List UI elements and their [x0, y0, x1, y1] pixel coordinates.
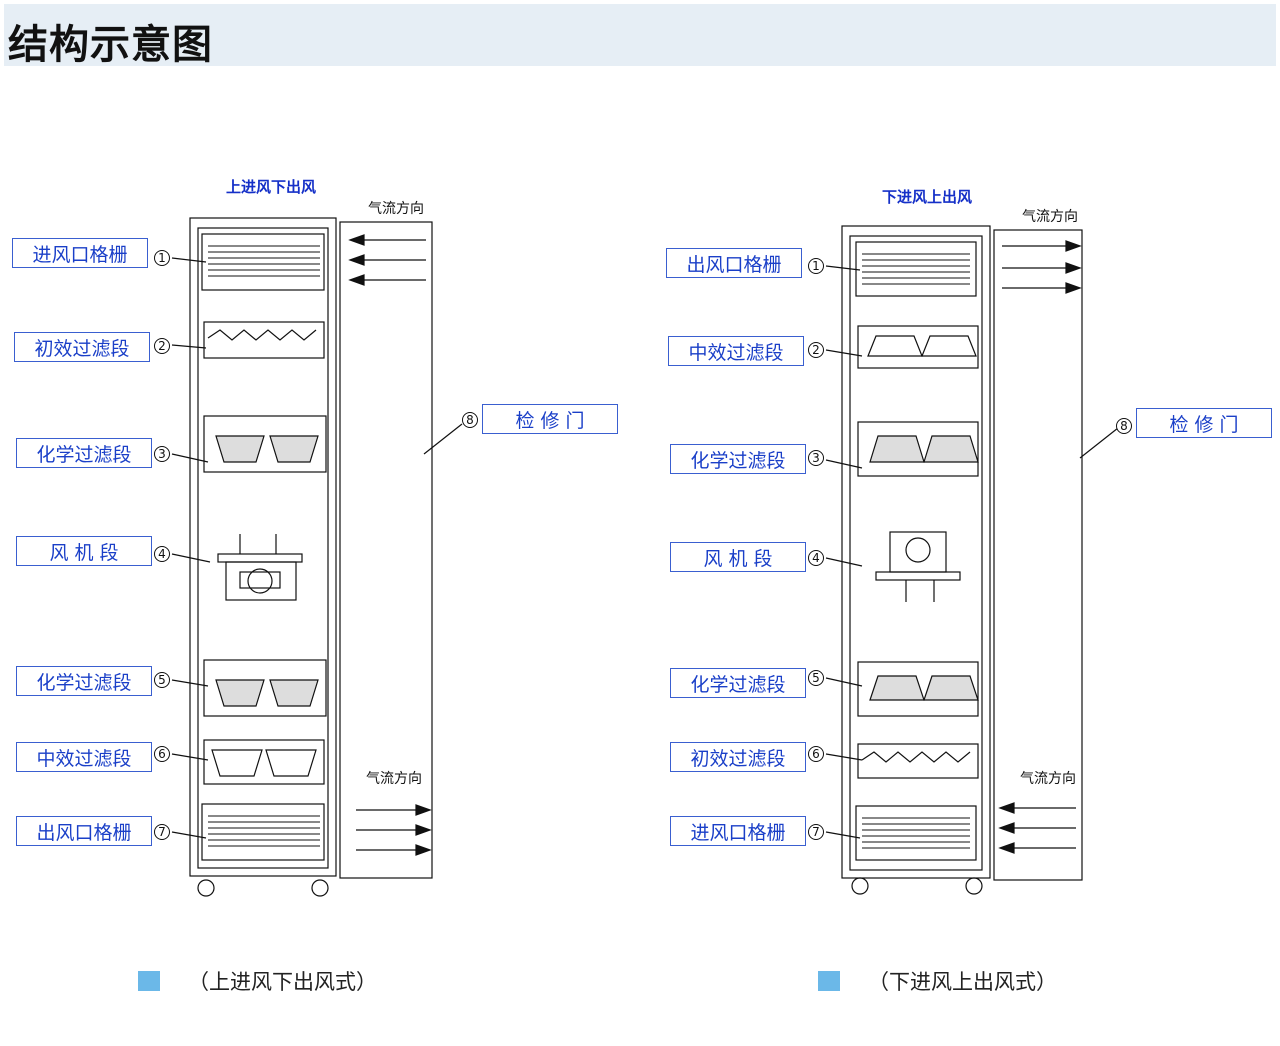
diagram-bottom-inlet: 下进风上出风 气流方向 气流方向 出风口格栅 1 中效过滤段 2 化学过滤段 3… — [650, 170, 1280, 920]
airflow-arrows-in — [348, 234, 426, 286]
callout-8: 8 — [1116, 418, 1132, 434]
primary-filter-top — [203, 321, 325, 359]
label-component-1: 进风口格栅 — [12, 238, 148, 268]
legend-top-inlet: （上进风下出风式） — [138, 966, 377, 996]
wheel-right — [311, 879, 329, 897]
label-component-6: 初效过滤段 — [670, 742, 806, 772]
callout-5: 5 — [154, 672, 170, 688]
wheel-left — [851, 877, 869, 895]
airflow-label-bottom: 气流方向 — [1020, 771, 1076, 787]
diagram-title: 下进风上出风 — [882, 188, 973, 206]
callout-8: 8 — [462, 412, 478, 428]
legend-bottom-inlet: （下进风上出风式） — [818, 966, 1057, 996]
callout-1: 1 — [154, 250, 170, 266]
cabinet-body — [189, 217, 337, 877]
service-door-panel — [339, 221, 433, 879]
callout-5: 5 — [808, 670, 824, 686]
top-grille — [855, 241, 977, 297]
cabinet-drawing — [825, 225, 1119, 895]
callout-6: 6 — [808, 746, 824, 762]
diagram-title: 上进风下出风 — [226, 178, 317, 196]
airflow-arrows-out — [356, 804, 432, 856]
label-component-6: 中效过滤段 — [16, 742, 152, 772]
label-component-5: 化学过滤段 — [16, 666, 152, 696]
chemical-filter-lower — [857, 661, 979, 717]
primary-filter-bottom — [857, 743, 979, 779]
label-component-4: 风 机 段 — [16, 536, 152, 566]
callout-4: 4 — [808, 550, 824, 566]
airflow-arrows-out — [1002, 240, 1082, 294]
label-service-door: 检 修 门 — [1136, 408, 1272, 438]
label-component-2: 初效过滤段 — [14, 332, 150, 362]
page-title: 结构示意图 — [8, 22, 213, 68]
wheel-left — [197, 879, 215, 897]
callout-7: 7 — [154, 824, 170, 840]
callout-4: 4 — [154, 546, 170, 562]
chemical-filter-upper — [857, 421, 979, 477]
fan-unit — [875, 531, 961, 602]
label-service-door: 检 修 门 — [482, 404, 618, 434]
label-component-2: 中效过滤段 — [668, 336, 804, 366]
callout-2: 2 — [808, 342, 824, 358]
airflow-label-top: 气流方向 — [1022, 209, 1078, 225]
callout-6: 6 — [154, 746, 170, 762]
label-component-3: 化学过滤段 — [670, 444, 806, 474]
bottom-grille — [201, 803, 325, 861]
medium-filter-top — [857, 325, 979, 369]
airflow-label-bottom: 气流方向 — [366, 771, 422, 787]
diagram-top-inlet: 上进风下出风 气流方向 气流方向 进风口格栅 1 初效过滤段 2 化学过滤段 3… — [0, 170, 640, 920]
top-grille — [201, 233, 325, 291]
label-component-7: 出风口格栅 — [16, 816, 152, 846]
airflow-label-top: 气流方向 — [368, 201, 424, 217]
chemical-filter-upper — [203, 415, 327, 473]
label-component-5: 化学过滤段 — [670, 668, 806, 698]
legend-text: （上进风下出风式） — [188, 970, 377, 994]
callout-2: 2 — [154, 338, 170, 354]
fan-unit — [217, 534, 303, 601]
legend-swatch — [138, 971, 160, 991]
callout-1: 1 — [808, 258, 824, 274]
cabinet-body — [841, 225, 991, 879]
label-component-1: 出风口格栅 — [666, 248, 802, 278]
legend-text: （下进风上出风式） — [868, 970, 1057, 994]
medium-filter-bottom — [203, 739, 325, 785]
cabinet-drawing — [171, 217, 463, 897]
label-component-7: 进风口格栅 — [670, 816, 806, 846]
bottom-grille — [855, 805, 977, 861]
label-component-4: 风 机 段 — [670, 542, 806, 572]
callout-3: 3 — [154, 446, 170, 462]
service-door-panel — [993, 229, 1083, 881]
chemical-filter-lower — [203, 659, 327, 717]
wheel-right — [965, 877, 983, 895]
callout-3: 3 — [808, 450, 824, 466]
airflow-arrows-in — [998, 802, 1076, 854]
callout-7: 7 — [808, 824, 824, 840]
label-component-3: 化学过滤段 — [16, 438, 152, 468]
header-band — [4, 4, 1276, 66]
legend-swatch — [818, 971, 840, 991]
